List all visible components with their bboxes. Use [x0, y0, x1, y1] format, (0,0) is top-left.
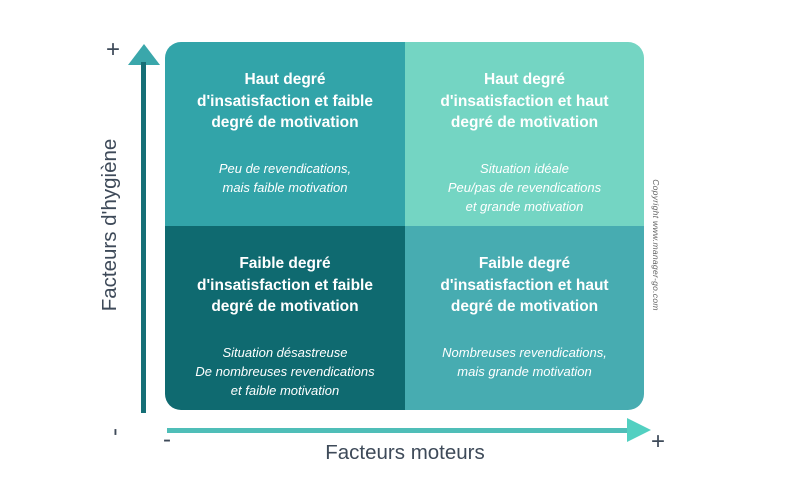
quadrant-top-left-heading: Haut degré d'insatisfaction et faible de…	[197, 71, 373, 131]
x-axis-arrow-shaft	[167, 428, 628, 433]
y-axis-title: Facteurs d'hygiène	[98, 138, 121, 312]
x-axis-plus-label: +	[651, 428, 666, 455]
quadrant-bottom-right: Faible degré d'insatisfaction et haut de…	[405, 226, 644, 410]
y-axis-arrow-shaft	[141, 62, 146, 413]
quadrant-bottom-right-heading: Faible degré d'insatisfaction et haut de…	[440, 255, 609, 315]
x-axis-arrowhead-icon	[627, 418, 651, 442]
y-axis-arrowhead-icon	[128, 44, 160, 65]
quadrant-matrix: Haut degré d'insatisfaction et faible de…	[165, 42, 644, 410]
copyright-text: Copyright www.manager-go.com	[651, 179, 661, 311]
quadrant-top-left: Haut degré d'insatisfaction et faible de…	[165, 42, 405, 226]
quadrant-bottom-left: Faible degré d'insatisfaction et faible …	[165, 226, 405, 410]
quadrant-top-right-description: Situation idéale Peu/pas de revendicatio…	[447, 160, 602, 214]
quadrant-top-right: Haut degré d'insatisfaction et haut degr…	[405, 42, 644, 226]
y-axis-minus-label: -	[103, 428, 130, 436]
x-axis-minus-label: -	[163, 426, 171, 453]
quadrant-bottom-right-description: Nombreuses revendications, mais grande m…	[442, 344, 607, 379]
x-axis-title: Facteurs moteurs	[325, 441, 485, 464]
quadrant-bottom-left-description: Situation désastreuse De nombreuses reve…	[195, 344, 375, 398]
quadrant-top-left-description: Peu de revendications, mais faible motiv…	[218, 160, 352, 195]
quadrant-top-right-heading: Haut degré d'insatisfaction et haut degr…	[440, 71, 609, 131]
y-axis-plus-label: +	[106, 36, 121, 63]
quadrant-bottom-left-heading: Faible degré d'insatisfaction et faible …	[197, 255, 373, 315]
